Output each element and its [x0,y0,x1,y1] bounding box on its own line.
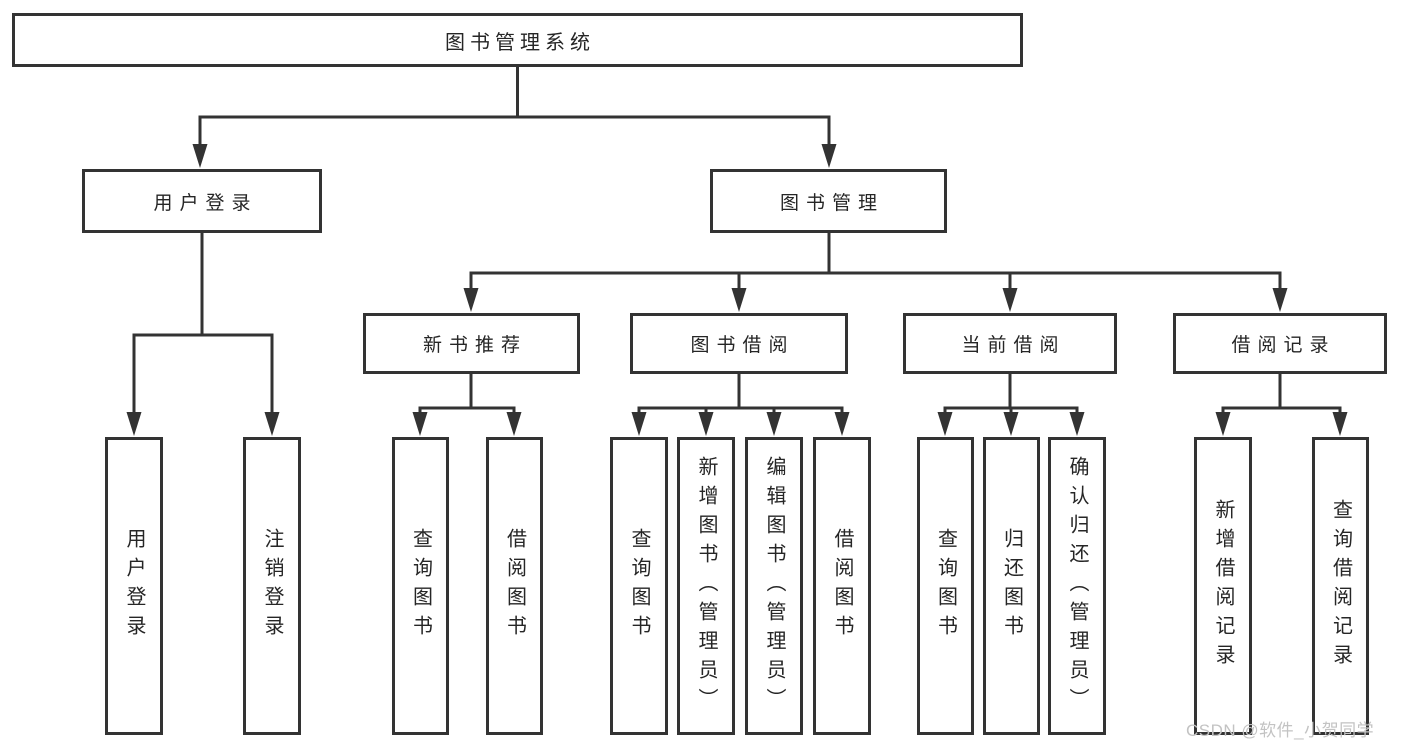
arrow-down-icon [1002,288,1018,312]
leaf-cb-confirm-return-admin: 确认归还（管理员） [1048,437,1106,735]
connector-book-management [463,231,1288,312]
leaf-bb-borrow-books: 借阅图书 [813,437,871,735]
arrow-down-icon [766,412,782,436]
arrow-down-icon [937,412,953,436]
arrow-down-icon [834,412,850,436]
leaf-cb-query-books: 查询图书 [917,437,974,735]
node-user-login: 用户登录 [82,169,322,233]
arrow-down-icon [1332,412,1348,436]
arrow-down-icon [412,412,428,436]
leaf-bb-query-books: 查询图书 [610,437,668,735]
node-book-management: 图书管理 [710,169,947,233]
arrow-down-icon [506,412,522,436]
leaf-cb-return-books: 归还图书 [983,437,1040,735]
node-borrowing-records: 借阅记录 [1173,313,1387,374]
node-current-borrowing: 当前借阅 [903,313,1117,374]
node-book-borrowing: 图书借阅 [630,313,848,374]
arrow-down-icon [731,288,747,312]
arrow-down-icon [1215,412,1231,436]
leaf-br-add-record: 新增借阅记录 [1194,437,1252,735]
arrow-down-icon [264,412,280,436]
connector-root [192,65,837,168]
leaf-bb-add-books-admin: 新增图书（管理员） [677,437,735,735]
connector-new-book-recommend [412,372,522,436]
node-new-book-recommend: 新书推荐 [363,313,580,374]
arrow-down-icon [698,412,714,436]
arrow-down-icon [1003,412,1019,436]
leaf-bb-edit-books-admin: 编辑图书（管理员） [745,437,803,735]
arrow-down-icon [1272,288,1288,312]
connector-current-borrowing [937,372,1085,436]
leaf-br-query-record: 查询借阅记录 [1312,437,1369,735]
arrow-down-icon [126,412,142,436]
arrow-down-icon [1069,412,1085,436]
connector-borrowing-records [1215,372,1348,436]
leaf-user-login: 用户登录 [105,437,163,735]
arrow-down-icon [463,288,479,312]
leaf-nb-query-books: 查询图书 [392,437,449,735]
leaf-nb-borrow-books: 借阅图书 [486,437,543,735]
leaf-logout-login: 注销登录 [243,437,301,735]
csdn-watermark: CSDN @软件_小贺同学 [1186,721,1375,740]
arrow-down-icon [631,412,647,436]
arrow-down-icon [821,144,837,168]
connector-book-borrowing [631,372,850,436]
node-book-management-system: 图书管理系统 [12,13,1023,67]
arrow-down-icon [192,144,208,168]
connector-user-login [126,231,280,436]
